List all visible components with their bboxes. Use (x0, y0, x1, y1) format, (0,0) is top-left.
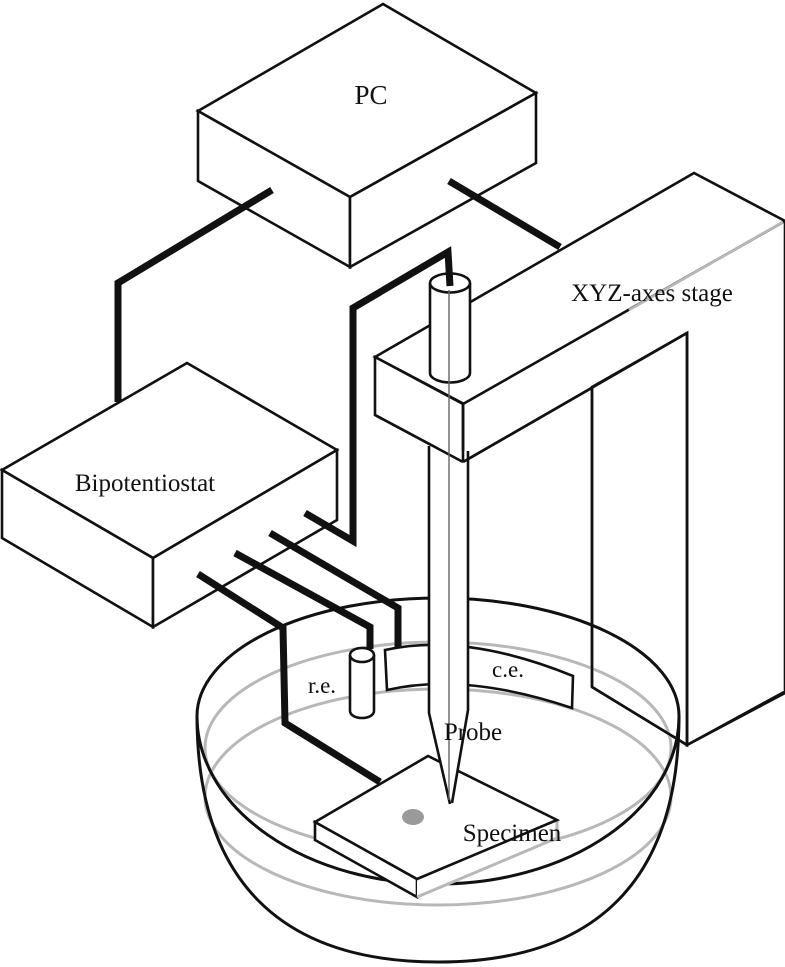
bipotentiostat-label: Bipotentiostat (75, 470, 215, 497)
cable-reference-electrode (233, 549, 374, 649)
xyz-stage-front-edges (590, 333, 785, 747)
cable-specimen (196, 571, 382, 785)
labels: PC XYZ-axes stage Bipotentiostat r.e. c.… (75, 80, 733, 847)
probe (374, 290, 688, 805)
cables (114, 177, 562, 785)
cable-pc-stage (447, 177, 562, 251)
counter-electrode-label: c.e. (492, 657, 524, 682)
pc-label: PC (354, 80, 387, 110)
specimen-spot (402, 809, 424, 825)
reference-electrode-label: r.e. (308, 673, 336, 698)
cable-pc-bipotentiostat (114, 187, 274, 402)
bipotentiostat-box (0, 361, 340, 630)
probe-label: Probe (444, 719, 502, 746)
cable-probe (303, 246, 454, 548)
reference-electrode (348, 646, 376, 720)
specimen-label: Specimen (463, 820, 562, 847)
stage-label: XYZ-axes stage (571, 280, 733, 307)
specimen-plate (312, 754, 561, 900)
cable-counter-electrode (268, 529, 402, 648)
pc-box (195, 2, 539, 270)
probe-holder-cylinder (428, 272, 472, 384)
